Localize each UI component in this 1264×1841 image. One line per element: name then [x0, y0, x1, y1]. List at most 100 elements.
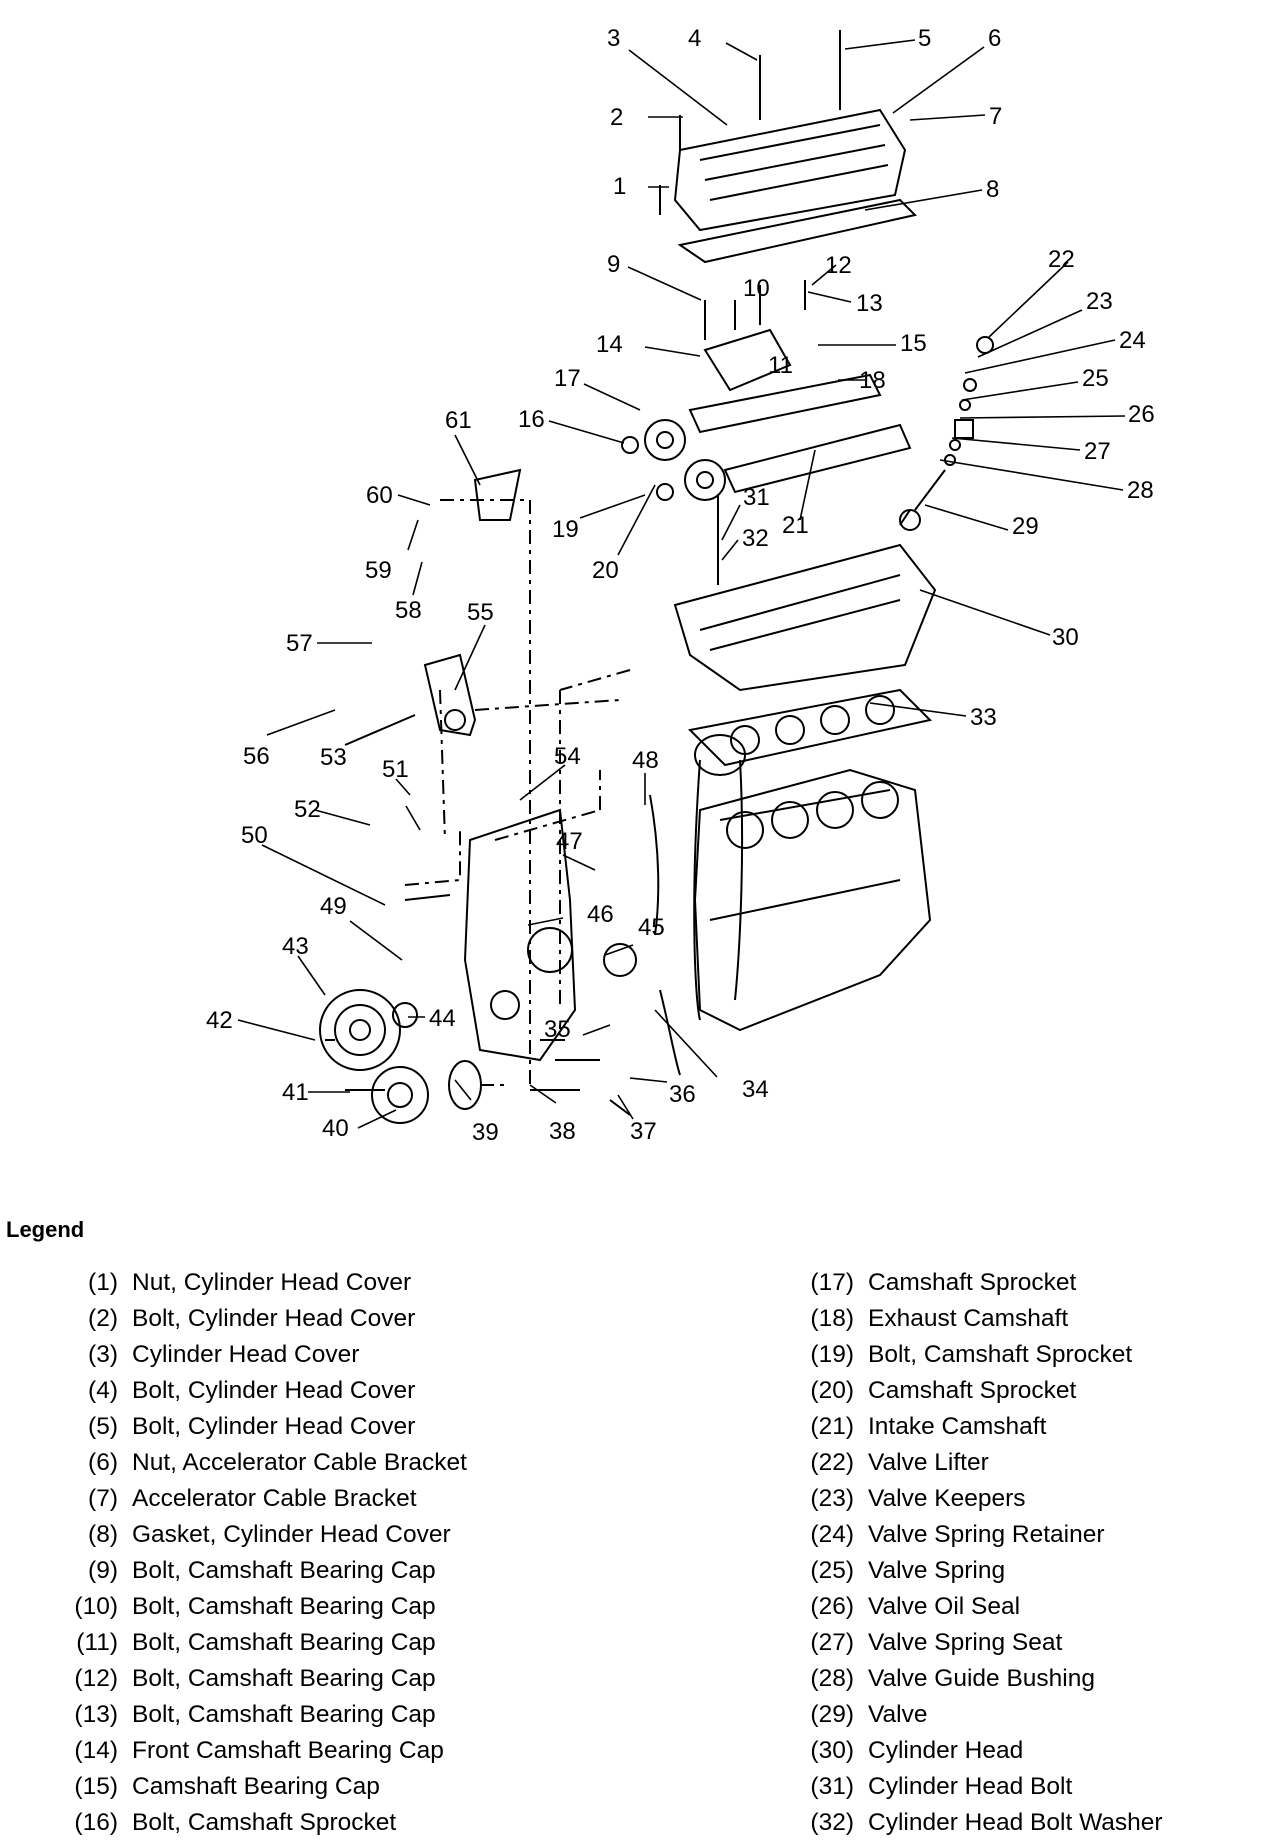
legend-item: (23)Valve Keepers	[772, 1481, 1163, 1517]
callout-37: 37	[630, 1118, 657, 1145]
callout-47: 47	[556, 828, 583, 855]
legend-item-number: (13)	[74, 1701, 118, 1728]
callout-32: 32	[742, 525, 769, 552]
callout-1: 1	[613, 173, 626, 200]
callout-59: 59	[365, 557, 392, 584]
callout-11: 11	[768, 352, 793, 379]
legend-item: (25)Valve Spring	[772, 1553, 1163, 1589]
callout-34: 34	[742, 1076, 769, 1103]
legend-item: (31) Cylinder Head Bolt	[772, 1769, 1163, 1805]
legend-item-text: Camshaft Bearing Cap	[132, 1773, 380, 1800]
legend-item: (14)Front Camshaft Bearing Cap	[40, 1733, 467, 1769]
callout-61: 61	[445, 407, 472, 434]
callout-21: 21	[782, 512, 809, 539]
legend-item-number: (30)	[810, 1737, 854, 1764]
callout-26: 26	[1128, 401, 1155, 428]
callout-30: 30	[1052, 624, 1079, 651]
legend-item-number: (10)	[74, 1593, 118, 1620]
legend-item-text: Bolt, Camshaft Sprocket	[868, 1341, 1133, 1368]
legend-item: (6)Nut, Accelerator Cable Bracket	[40, 1445, 467, 1481]
callout-20: 20	[592, 557, 619, 584]
legend-item-number: (25)	[810, 1557, 854, 1584]
callout-50: 50	[241, 822, 268, 849]
legend-item-text: Valve Guide Bushing	[868, 1665, 1095, 1692]
legend-item-text: Cylinder Head Cover	[132, 1341, 360, 1368]
legend-item-text: Valve Lifter	[868, 1449, 989, 1476]
callout-53: 53	[320, 744, 347, 771]
legend-item: (21) Intake Camshaft	[772, 1409, 1163, 1445]
engine-parts-drawing	[319, 30, 994, 1124]
legend-item-number: (23)	[810, 1485, 854, 1512]
legend-item-number: (6)	[88, 1449, 118, 1476]
callout-40: 40	[322, 1115, 349, 1142]
callout-39: 39	[472, 1119, 499, 1146]
callout-58: 58	[395, 597, 422, 624]
legend-item-text: Bolt, Camshaft Bearing Cap	[132, 1665, 436, 1692]
legend-item-text: Camshaft Sprocket	[868, 1377, 1077, 1404]
callout-52: 52	[294, 796, 321, 823]
legend-item-text: Bolt, Cylinder Head Cover	[132, 1305, 416, 1332]
legend-item-text: Gasket, Cylinder Head Cover	[132, 1521, 451, 1548]
legend-item: (15)Camshaft Bearing Cap	[40, 1769, 467, 1805]
legend-item-number: (24)	[810, 1521, 854, 1548]
callout-2: 2	[610, 104, 623, 131]
callout-13: 13	[856, 290, 883, 317]
legend-item-text: Front Camshaft Bearing Cap	[132, 1737, 444, 1764]
callout-16: 16	[518, 406, 545, 433]
callout-4: 4	[688, 25, 701, 52]
legend-item-number: (2)	[88, 1305, 118, 1332]
legend-item-number: (12)	[74, 1665, 118, 1692]
callout-44: 44	[429, 1005, 456, 1032]
callout-27: 27	[1084, 438, 1111, 465]
callout-23: 23	[1086, 288, 1113, 315]
callout-9: 9	[607, 251, 620, 278]
legend-item: (24)Valve Spring Retainer	[772, 1517, 1163, 1553]
legend-item: (8) Gasket, Cylinder Head Cover	[40, 1517, 467, 1553]
callout-labels: 1 2 3 4 5 6 7 8 9 10 11 12 13 14 15 16 1…	[206, 25, 1155, 1146]
legend-item: (17)Camshaft Sprocket	[772, 1265, 1163, 1301]
callout-17: 17	[554, 365, 581, 392]
legend-item-number: (9)	[88, 1557, 118, 1584]
legend-item-number: (1)	[88, 1269, 118, 1296]
legend-item-number: (29)	[810, 1701, 854, 1728]
legend-item: (2) Bolt, Cylinder Head Cover	[40, 1301, 467, 1337]
callout-28: 28	[1127, 477, 1154, 504]
callout-leaders	[237, 39, 1126, 1129]
legend-item-number: (21)	[810, 1413, 854, 1440]
legend-item: (13)Bolt, Camshaft Bearing Cap	[40, 1697, 467, 1733]
callout-33: 33	[970, 704, 997, 731]
legend-item: (32)Cylinder Head Bolt Washer	[772, 1805, 1163, 1841]
legend-column-left: (1)Nut, Cylinder Head Cover (2)Bolt, Cyl…	[40, 1265, 467, 1841]
legend-item: (11)Bolt, Camshaft Bearing Cap	[40, 1625, 467, 1661]
callout-51: 51	[382, 756, 409, 783]
legend-item-text: Valve	[868, 1701, 928, 1728]
legend-column-right: (17)Camshaft Sprocket (18)Exhaust Camsha…	[772, 1265, 1163, 1841]
callout-31: 31	[743, 484, 770, 511]
legend-item: (18)Exhaust Camshaft	[772, 1301, 1163, 1337]
legend-item-number: (19)	[810, 1341, 854, 1368]
callout-54: 54	[554, 743, 581, 770]
legend-item-text: Bolt, Camshaft Bearing Cap	[132, 1629, 436, 1656]
legend-item: (5)Bolt, Cylinder Head Cover	[40, 1409, 467, 1445]
legend-item: (3)Cylinder Head Cover	[40, 1337, 467, 1373]
legend-item-text: Exhaust Camshaft	[868, 1305, 1069, 1332]
callout-42: 42	[206, 1007, 233, 1034]
legend-item-text: Cylinder Head Bolt Washer	[868, 1809, 1163, 1836]
callout-41: 41	[282, 1079, 309, 1106]
legend-item-text: Cylinder Head Bolt	[868, 1773, 1073, 1800]
legend-item-number: (31)	[810, 1773, 854, 1800]
legend-item-number: (8)	[88, 1521, 118, 1548]
callout-29: 29	[1012, 513, 1039, 540]
legend-item: (30)Cylinder Head	[772, 1733, 1163, 1769]
callout-43: 43	[282, 933, 309, 960]
legend-item-number: (28)	[810, 1665, 854, 1692]
legend-item: (26)Valve Oil Seal	[772, 1589, 1163, 1625]
callout-60: 60	[366, 482, 393, 509]
legend-item-number: (22)	[810, 1449, 854, 1476]
engine-exploded-diagram: 1 2 3 4 5 6 7 8 9 10 11 12 13 14 15 16 1…	[206, 25, 1155, 1146]
callout-12: 12	[825, 252, 852, 279]
legend-item-text: Intake Camshaft	[868, 1413, 1047, 1440]
legend-item: (27)Valve Spring Seat	[772, 1625, 1163, 1661]
legend-item-number: (27)	[810, 1629, 854, 1656]
callout-35: 35	[544, 1016, 571, 1043]
